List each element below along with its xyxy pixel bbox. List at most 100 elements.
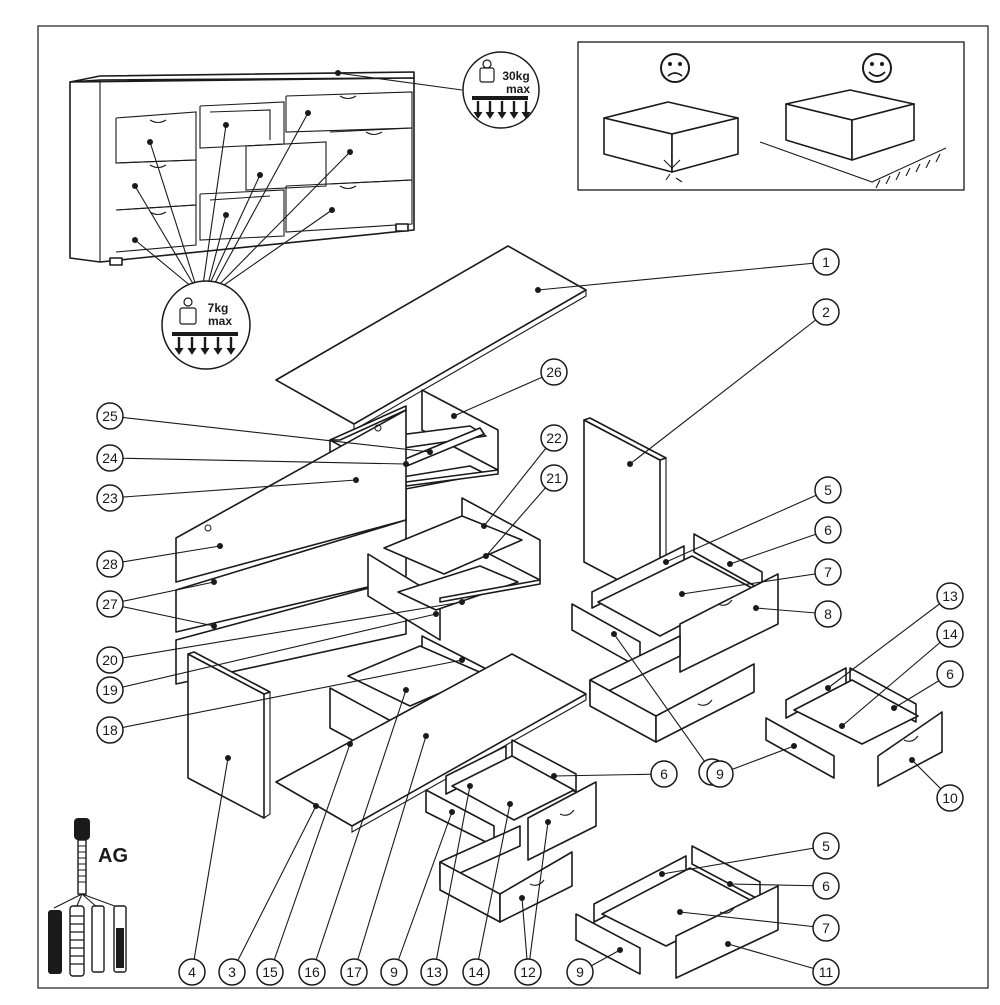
leader-dot xyxy=(451,413,457,419)
callout-number: 28 xyxy=(102,556,118,572)
hardware-ag: AG xyxy=(48,818,128,977)
callout-drawer-back-a: 5 xyxy=(812,832,840,860)
hardware-label: AG xyxy=(98,845,128,867)
callout-number: 22 xyxy=(546,430,562,446)
leader-dot xyxy=(467,783,473,789)
leader-line xyxy=(393,811,453,973)
callout-number: 25 xyxy=(102,408,118,424)
leader-dot xyxy=(725,941,731,947)
leader-dot xyxy=(225,755,231,761)
callout-drawer-back-b: 13 xyxy=(420,958,448,986)
callout-number: 5 xyxy=(822,838,830,854)
callout-number: 24 xyxy=(102,450,118,466)
callout-circle xyxy=(96,716,124,744)
leader-line xyxy=(109,659,463,731)
leader-line xyxy=(231,805,317,973)
leader-dot xyxy=(507,801,513,807)
callout-number: 27 xyxy=(102,596,118,612)
callout-number: 9 xyxy=(576,964,584,980)
leader-line xyxy=(191,757,229,973)
callout-circle xyxy=(812,872,840,900)
leader-line xyxy=(827,595,951,689)
callout-circle xyxy=(178,958,206,986)
leader-line xyxy=(537,261,827,291)
badge-30kg: 30kg max xyxy=(462,51,540,129)
callout-shelf-upper: 22 xyxy=(540,424,568,452)
leader-line xyxy=(109,457,407,465)
callout-drawer-bottom-b: 14 xyxy=(936,620,964,648)
callout-divider-upper: 21 xyxy=(540,464,568,492)
leader-line xyxy=(109,613,437,691)
callout-number: 6 xyxy=(946,666,954,682)
callout-number: 9 xyxy=(716,766,724,782)
leader-dot xyxy=(313,803,319,809)
callout-circle xyxy=(218,958,246,986)
callout-drawer-side-b: 9 xyxy=(380,958,408,986)
leader-line xyxy=(629,311,827,465)
leader-dot xyxy=(663,559,669,565)
leader-line xyxy=(475,803,511,973)
callout-number: 6 xyxy=(660,766,668,782)
leader-dot xyxy=(459,599,465,605)
callout-number: 10 xyxy=(942,790,958,806)
leader-dot xyxy=(627,461,633,467)
callout-circle xyxy=(936,582,964,610)
leader-dot xyxy=(727,881,733,887)
callout-circle xyxy=(540,424,568,452)
callout-number: 8 xyxy=(824,606,832,622)
callout-circle xyxy=(936,784,964,812)
callout-circle xyxy=(650,760,678,788)
callout-number: 3 xyxy=(228,964,236,980)
leader-dot xyxy=(353,477,359,483)
leader-dot xyxy=(727,561,733,567)
callout-number: 4 xyxy=(188,964,196,980)
callout-rail: 25 xyxy=(96,402,124,430)
leader-line xyxy=(729,883,827,887)
leader-line xyxy=(109,601,463,661)
callout-number: 13 xyxy=(426,964,442,980)
badge-7kg-value: 7kg xyxy=(208,301,229,315)
callout-circle xyxy=(540,464,568,492)
callout-back-panel-b: 27 xyxy=(96,590,124,618)
leader-dot xyxy=(545,819,551,825)
callout-number: 11 xyxy=(819,964,834,980)
callout-number: 16 xyxy=(304,964,320,980)
leader-dot xyxy=(433,611,439,617)
callout-back-panel-a: 28 xyxy=(96,550,124,578)
callout-shelf-lower-b: 17 xyxy=(340,958,368,986)
leader-line xyxy=(109,479,357,499)
leader-line xyxy=(109,545,221,565)
callout-drawer-side-a: 6 xyxy=(650,760,678,788)
callout-divider-mid: 18 xyxy=(96,716,124,744)
callout-circle xyxy=(256,958,284,986)
leader-line xyxy=(433,785,471,973)
callout-number: 12 xyxy=(520,964,536,980)
smile-face-icon xyxy=(862,53,892,83)
callout-circle xyxy=(814,600,842,628)
leader-dot xyxy=(677,909,683,915)
badge-30kg-unit: max xyxy=(506,82,530,96)
leader-dot xyxy=(211,623,217,629)
callout-circle xyxy=(540,358,568,386)
leader-dot xyxy=(891,705,897,711)
leader-line xyxy=(729,529,829,565)
callout-number: 17 xyxy=(346,964,362,980)
callout-number: 23 xyxy=(102,490,118,506)
leader-dot xyxy=(839,723,845,729)
leader-dot xyxy=(427,449,433,455)
badge-7kg: 7kg max xyxy=(161,280,251,370)
callout-drawer-back-b: 13 xyxy=(936,582,964,610)
callout-drawer-side-b: 9 xyxy=(706,760,734,788)
callout-drawer-side-a: 6 xyxy=(812,872,840,900)
callout-number: 14 xyxy=(942,626,958,642)
drawer-a xyxy=(571,533,779,673)
callout-circle xyxy=(96,676,124,704)
leader-line xyxy=(109,581,215,605)
callout-circle xyxy=(814,476,842,504)
callout-drawer-front-d: 12 xyxy=(514,958,542,986)
callout-divider-top: 23 xyxy=(96,484,124,512)
callout-number: 13 xyxy=(942,588,958,604)
callout-circle xyxy=(96,444,124,472)
leader-line xyxy=(841,633,951,727)
